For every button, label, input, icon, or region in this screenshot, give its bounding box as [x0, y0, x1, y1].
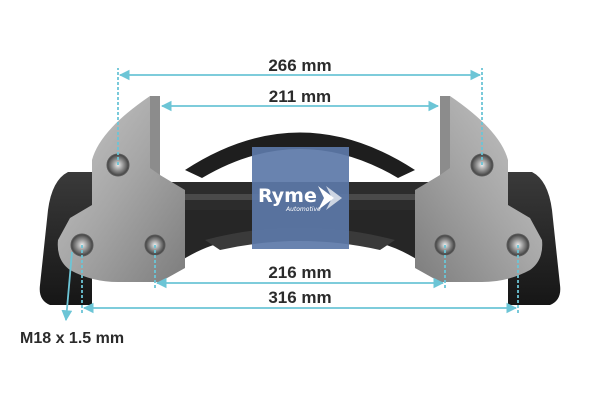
dimension-lines — [61, 68, 519, 322]
dim-label-266: 266 mm — [268, 56, 331, 75]
logo-tagline: Automotive — [285, 206, 321, 213]
ryme-logo: Ryme Automotive — [252, 147, 349, 249]
dim-label-316: 316 mm — [268, 288, 331, 307]
thread-spec-label: M18 x 1.5 mm — [20, 330, 124, 347]
thread-pointer — [61, 251, 73, 322]
dim-label-216: 216 mm — [268, 263, 331, 282]
chevron-right-icon — [318, 186, 334, 210]
logo-brand: Ryme — [258, 185, 317, 207]
dim-label-211: 211 mm — [269, 87, 331, 106]
